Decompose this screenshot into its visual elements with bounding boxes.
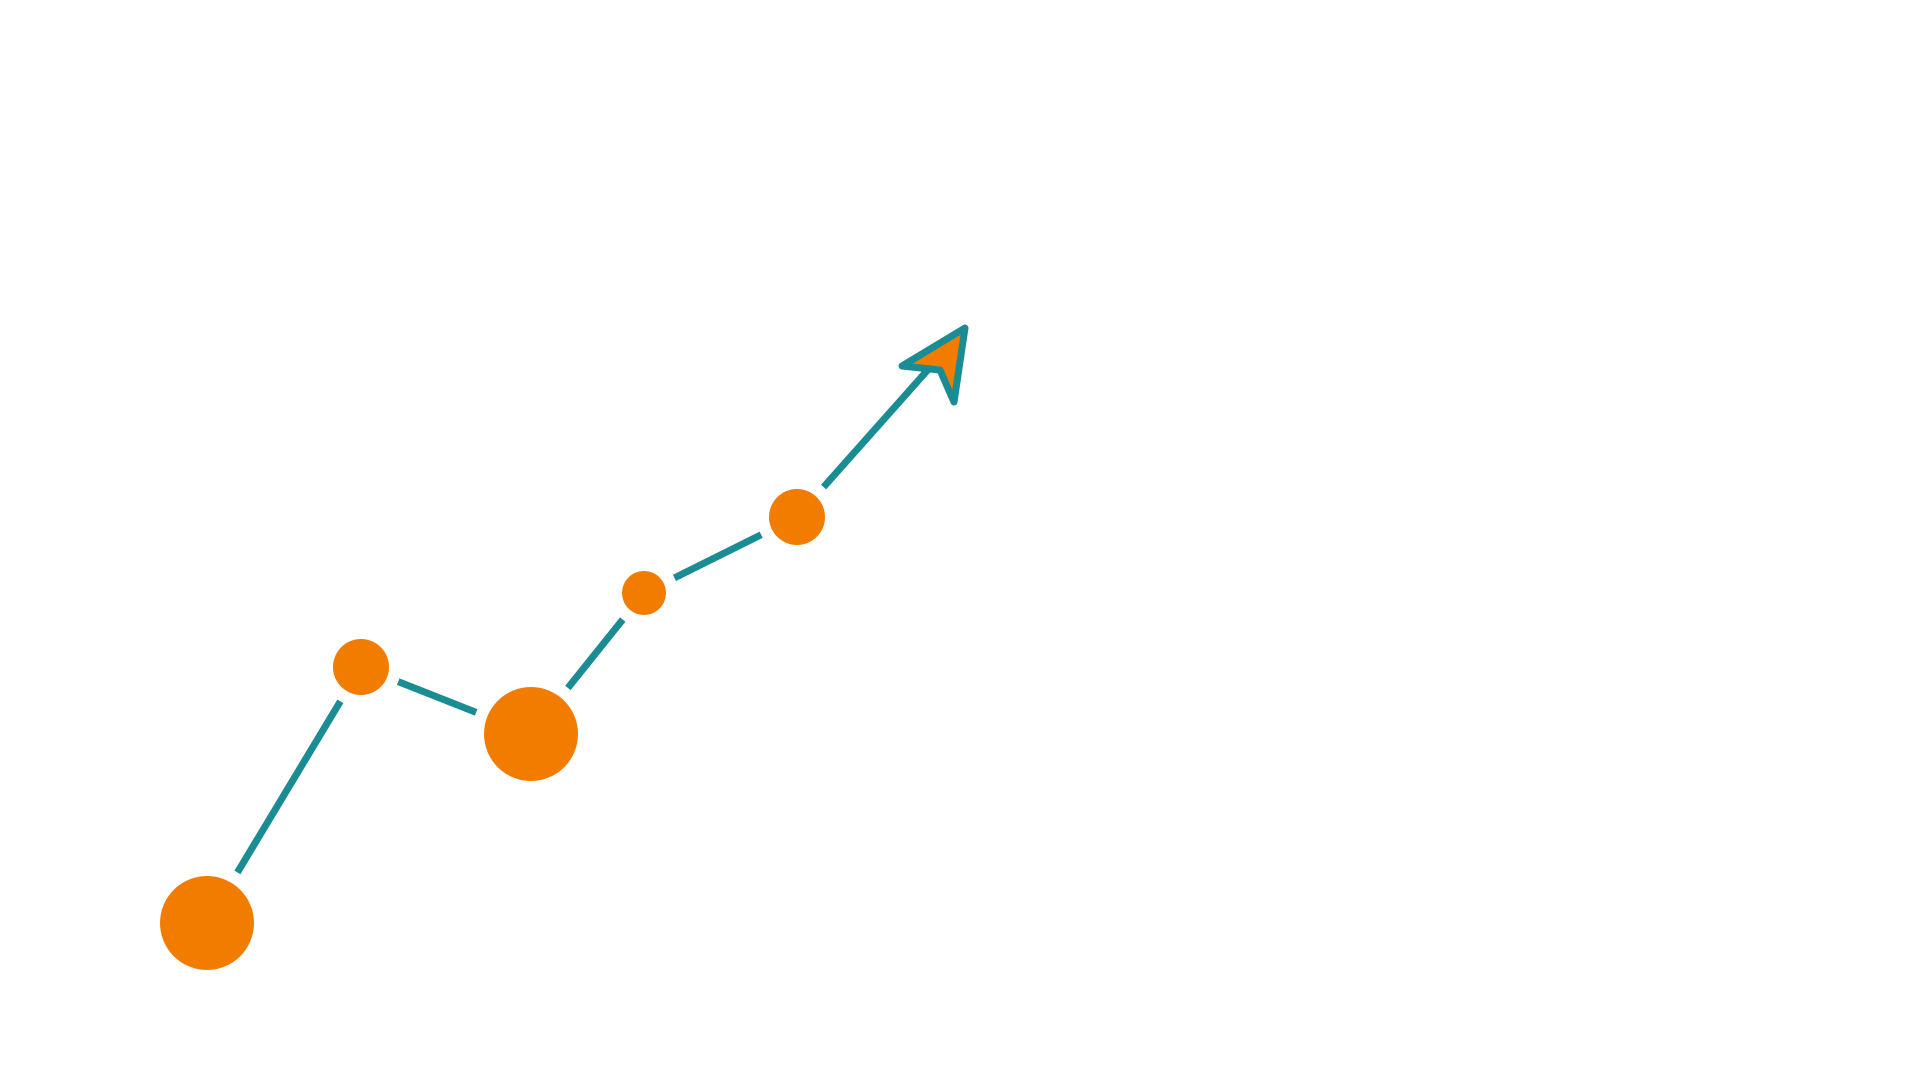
node-1 <box>160 876 254 970</box>
node-3 <box>484 687 578 781</box>
node-5 <box>769 489 825 545</box>
arrowhead-icon <box>898 324 969 406</box>
connector-line-4 <box>672 531 763 582</box>
connector-line-3 <box>565 617 626 691</box>
connector-line-1 <box>234 699 344 875</box>
arrowhead-shape <box>898 324 969 406</box>
connector-lines <box>234 355 942 875</box>
node-2 <box>333 639 389 695</box>
connector-line-2 <box>396 678 478 716</box>
node-4 <box>622 571 666 615</box>
data-nodes <box>160 489 825 970</box>
connector-line-final <box>820 355 942 490</box>
